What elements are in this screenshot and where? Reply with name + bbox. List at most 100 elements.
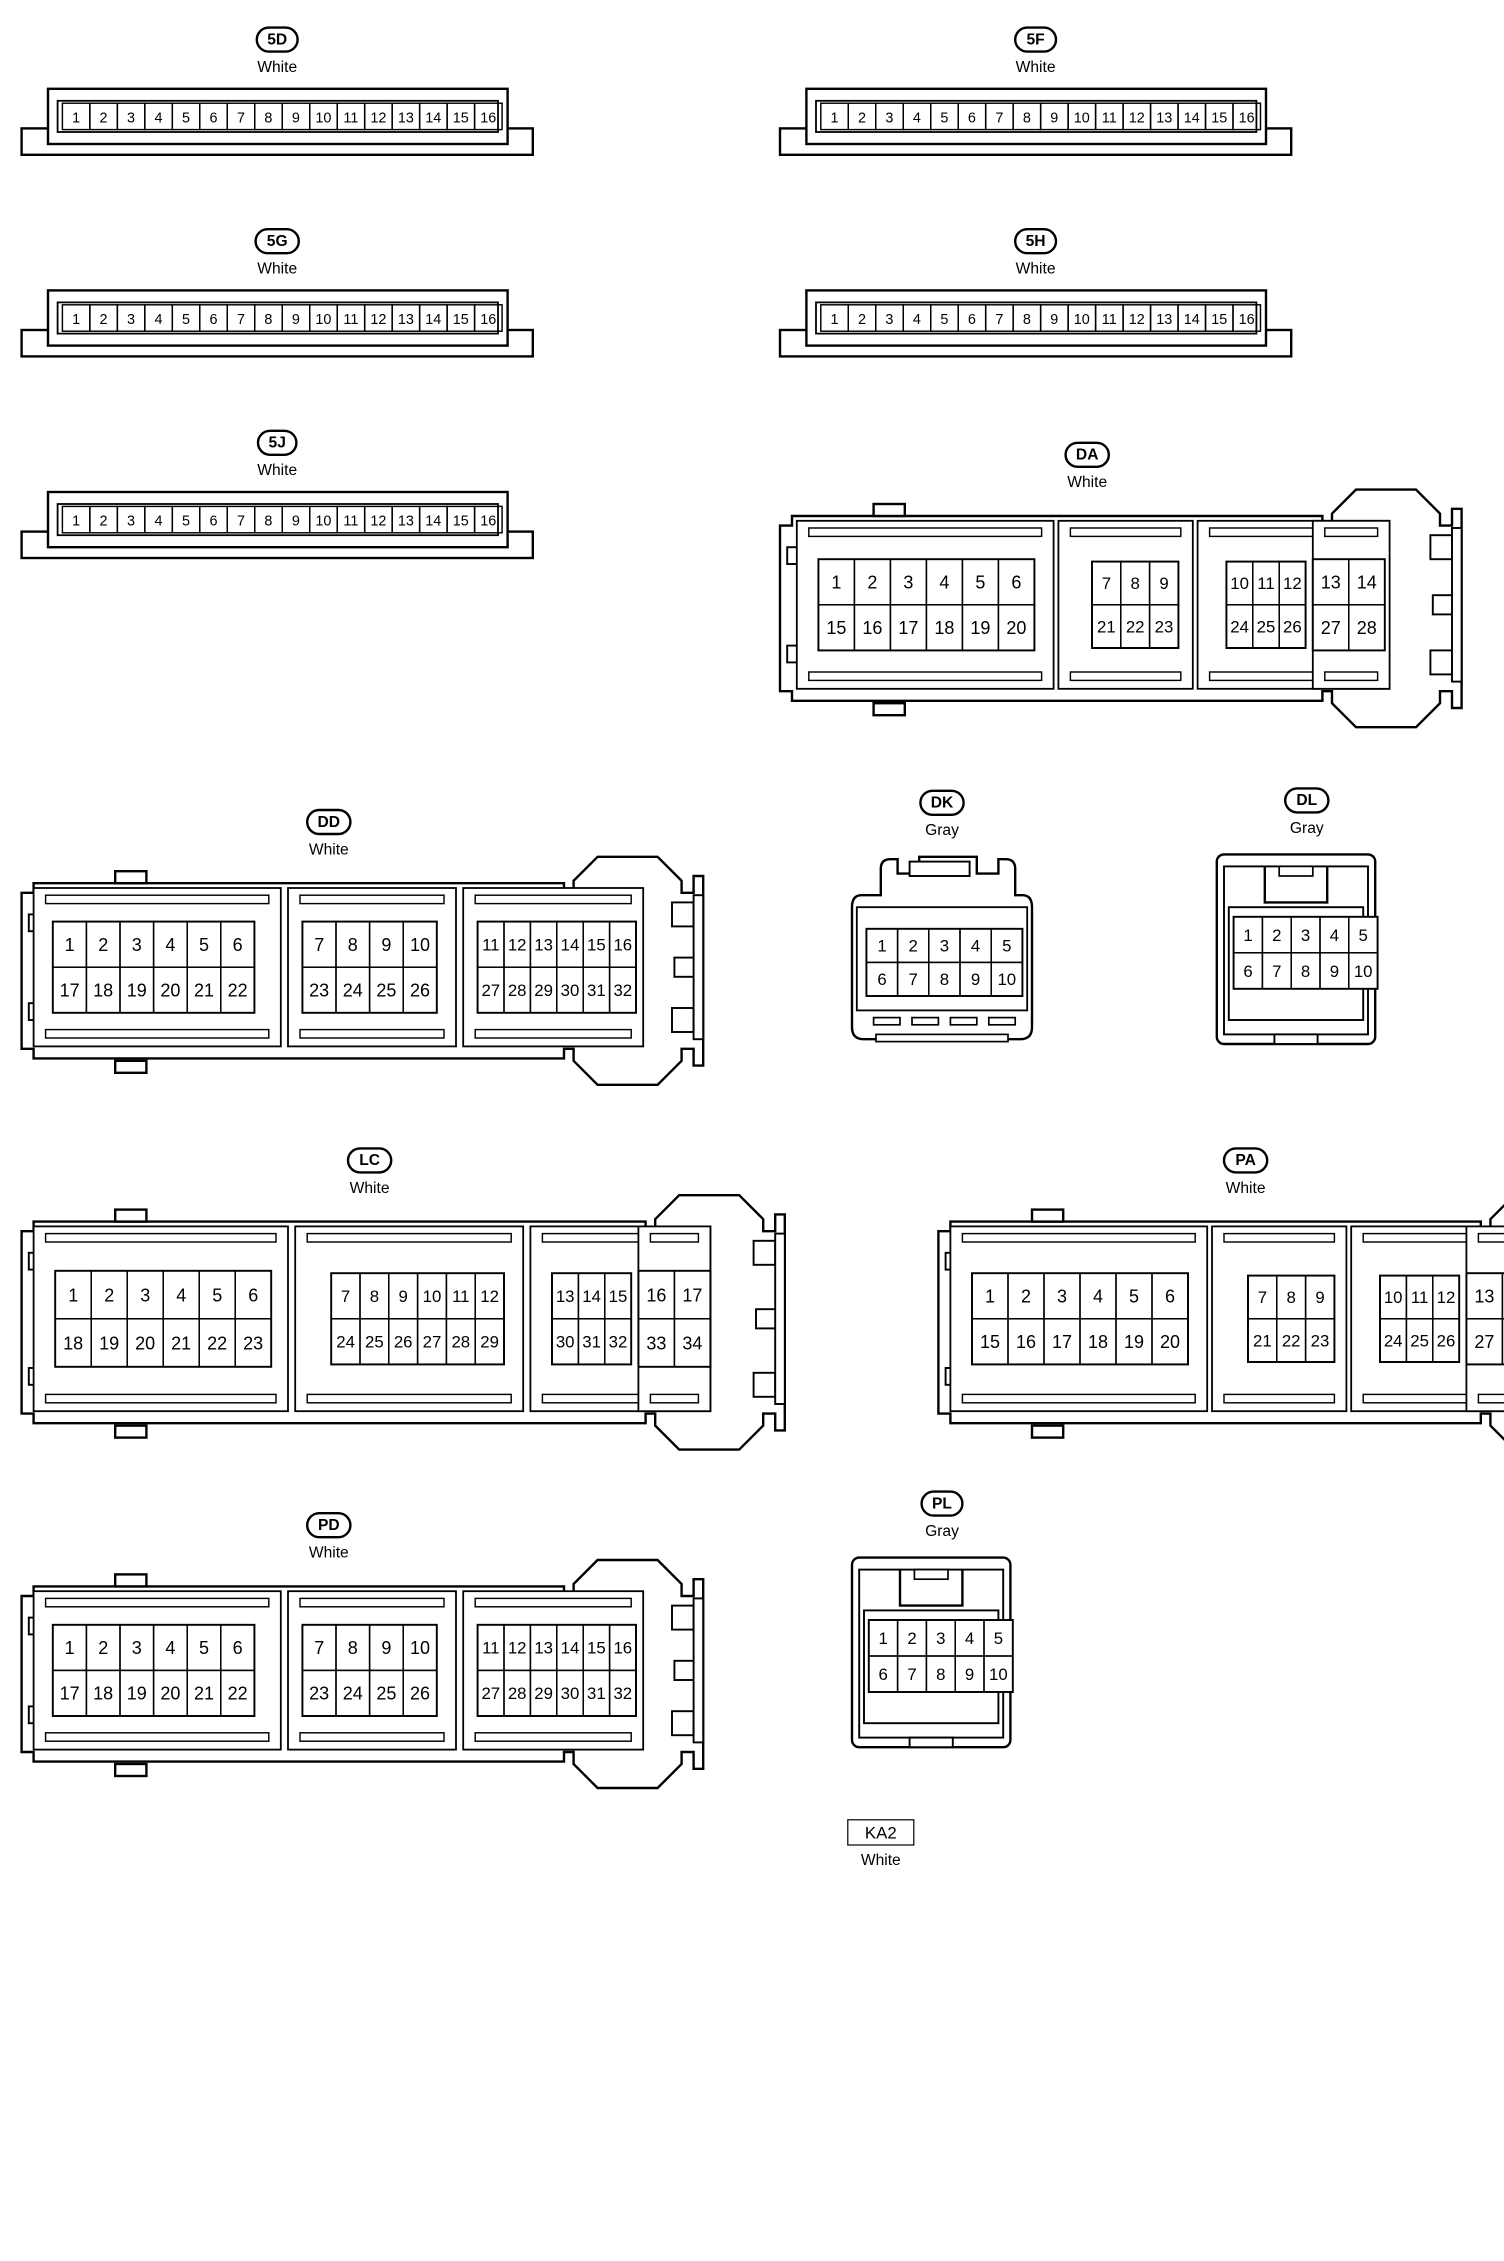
pin-cell xyxy=(1148,604,1180,649)
pin-cell xyxy=(473,102,503,131)
pin-number: 17 xyxy=(60,1684,80,1704)
pin-number: 9 xyxy=(292,110,300,126)
pin-number: 8 xyxy=(348,935,358,955)
pin-number: 1 xyxy=(879,1629,888,1648)
pin-number: 24 xyxy=(343,980,363,1000)
pin-number: 1 xyxy=(831,572,841,592)
pin-number: 7 xyxy=(1272,962,1281,981)
pin-number: 3 xyxy=(127,312,135,328)
pin-number: 4 xyxy=(155,110,163,126)
pin-number: 18 xyxy=(93,1684,113,1704)
pin-number: 7 xyxy=(995,110,1003,126)
pin-number: 1 xyxy=(830,312,838,328)
pin-number: 17 xyxy=(1052,1332,1072,1352)
pin-number: 19 xyxy=(127,1684,147,1704)
pin-number: 15 xyxy=(453,514,469,530)
pin-number: 18 xyxy=(63,1333,83,1353)
pin-number: 25 xyxy=(365,1333,384,1352)
pin-number: 8 xyxy=(1287,1288,1296,1307)
pin-number: 27 xyxy=(481,981,500,1000)
pin-number: 22 xyxy=(228,980,248,1000)
pin-number: 14 xyxy=(1357,572,1377,592)
pin-number: 22 xyxy=(1126,617,1145,636)
pin-number: 9 xyxy=(381,935,391,955)
pin-number: 30 xyxy=(561,981,580,1000)
pin-number: 3 xyxy=(132,935,142,955)
pin-number: 14 xyxy=(1184,110,1200,126)
pin-number: 2 xyxy=(98,935,108,955)
pin-number: 22 xyxy=(228,1684,248,1704)
pin-number: 4 xyxy=(155,514,163,530)
pin-number: 20 xyxy=(160,1684,180,1704)
pin-number: 32 xyxy=(609,1333,628,1352)
pin-number: 5 xyxy=(940,110,948,126)
pin-number: 16 xyxy=(1239,312,1255,328)
pin-number: 12 xyxy=(370,514,386,530)
pin-number: 17 xyxy=(60,980,80,1000)
pin-number: 8 xyxy=(1023,110,1031,126)
pin-number: 4 xyxy=(939,572,949,592)
pin-number: 10 xyxy=(1074,312,1090,328)
pin-number: 19 xyxy=(127,980,147,1000)
pin-number: 14 xyxy=(582,1287,601,1306)
pin-number: 10 xyxy=(315,514,331,530)
pin-number: 8 xyxy=(264,514,272,530)
pin-number: 16 xyxy=(480,312,496,328)
pin-cell xyxy=(220,1669,256,1717)
pin-number: 27 xyxy=(481,1684,500,1703)
pin-cell xyxy=(673,1318,712,1368)
connector-code: DL xyxy=(1284,787,1330,814)
pin-number: 2 xyxy=(907,1629,916,1648)
pin-number: 14 xyxy=(561,1639,580,1658)
pin-number: 4 xyxy=(965,1629,974,1648)
pin-cell xyxy=(1432,1318,1460,1363)
pin-number: 11 xyxy=(482,1639,499,1658)
pin-number: 5 xyxy=(1129,1286,1139,1306)
pin-number: 25 xyxy=(1410,1331,1429,1350)
pin-number: 5 xyxy=(212,1285,222,1305)
pin-cell xyxy=(234,1318,272,1368)
pin-number: 9 xyxy=(1159,574,1168,593)
pin-cell xyxy=(604,1318,632,1366)
pin-cell xyxy=(608,966,637,1014)
pin-number: 20 xyxy=(1160,1332,1180,1352)
pin-cell xyxy=(473,505,503,534)
pin-number: 25 xyxy=(1257,617,1276,636)
pin-number: 28 xyxy=(1357,618,1377,638)
pin-number: 7 xyxy=(314,935,324,955)
pin-number: 6 xyxy=(209,110,217,126)
connector-color: White xyxy=(308,840,349,859)
pin-number: 3 xyxy=(132,1638,142,1658)
pin-number: 21 xyxy=(194,980,214,1000)
pin-number: 20 xyxy=(135,1333,155,1353)
pin-number: 8 xyxy=(264,312,272,328)
connector-code: 5H xyxy=(1013,228,1058,255)
pin-cell xyxy=(1348,952,1379,990)
pin-number: 10 xyxy=(315,312,331,328)
connector-code: PA xyxy=(1223,1147,1268,1174)
pin-number: 6 xyxy=(1243,962,1252,981)
pin-cell xyxy=(402,966,438,1014)
pin-number: 5 xyxy=(199,1638,209,1658)
connector-color: Gray xyxy=(925,820,959,839)
pin-number: 24 xyxy=(1230,617,1249,636)
pin-number: 5 xyxy=(1002,937,1011,956)
pin-number: 3 xyxy=(936,1629,945,1648)
pin-number: 3 xyxy=(885,312,893,328)
pin-number: 6 xyxy=(248,1285,258,1305)
pin-number: 12 xyxy=(508,1639,527,1658)
pin-number: 4 xyxy=(165,1638,175,1658)
pin-number: 29 xyxy=(534,981,553,1000)
pin-number: 23 xyxy=(1311,1331,1330,1350)
pin-number: 4 xyxy=(165,935,175,955)
pin-number: 30 xyxy=(556,1333,575,1352)
connector-code: PL xyxy=(920,1490,964,1517)
pin-number: 5 xyxy=(975,572,985,592)
